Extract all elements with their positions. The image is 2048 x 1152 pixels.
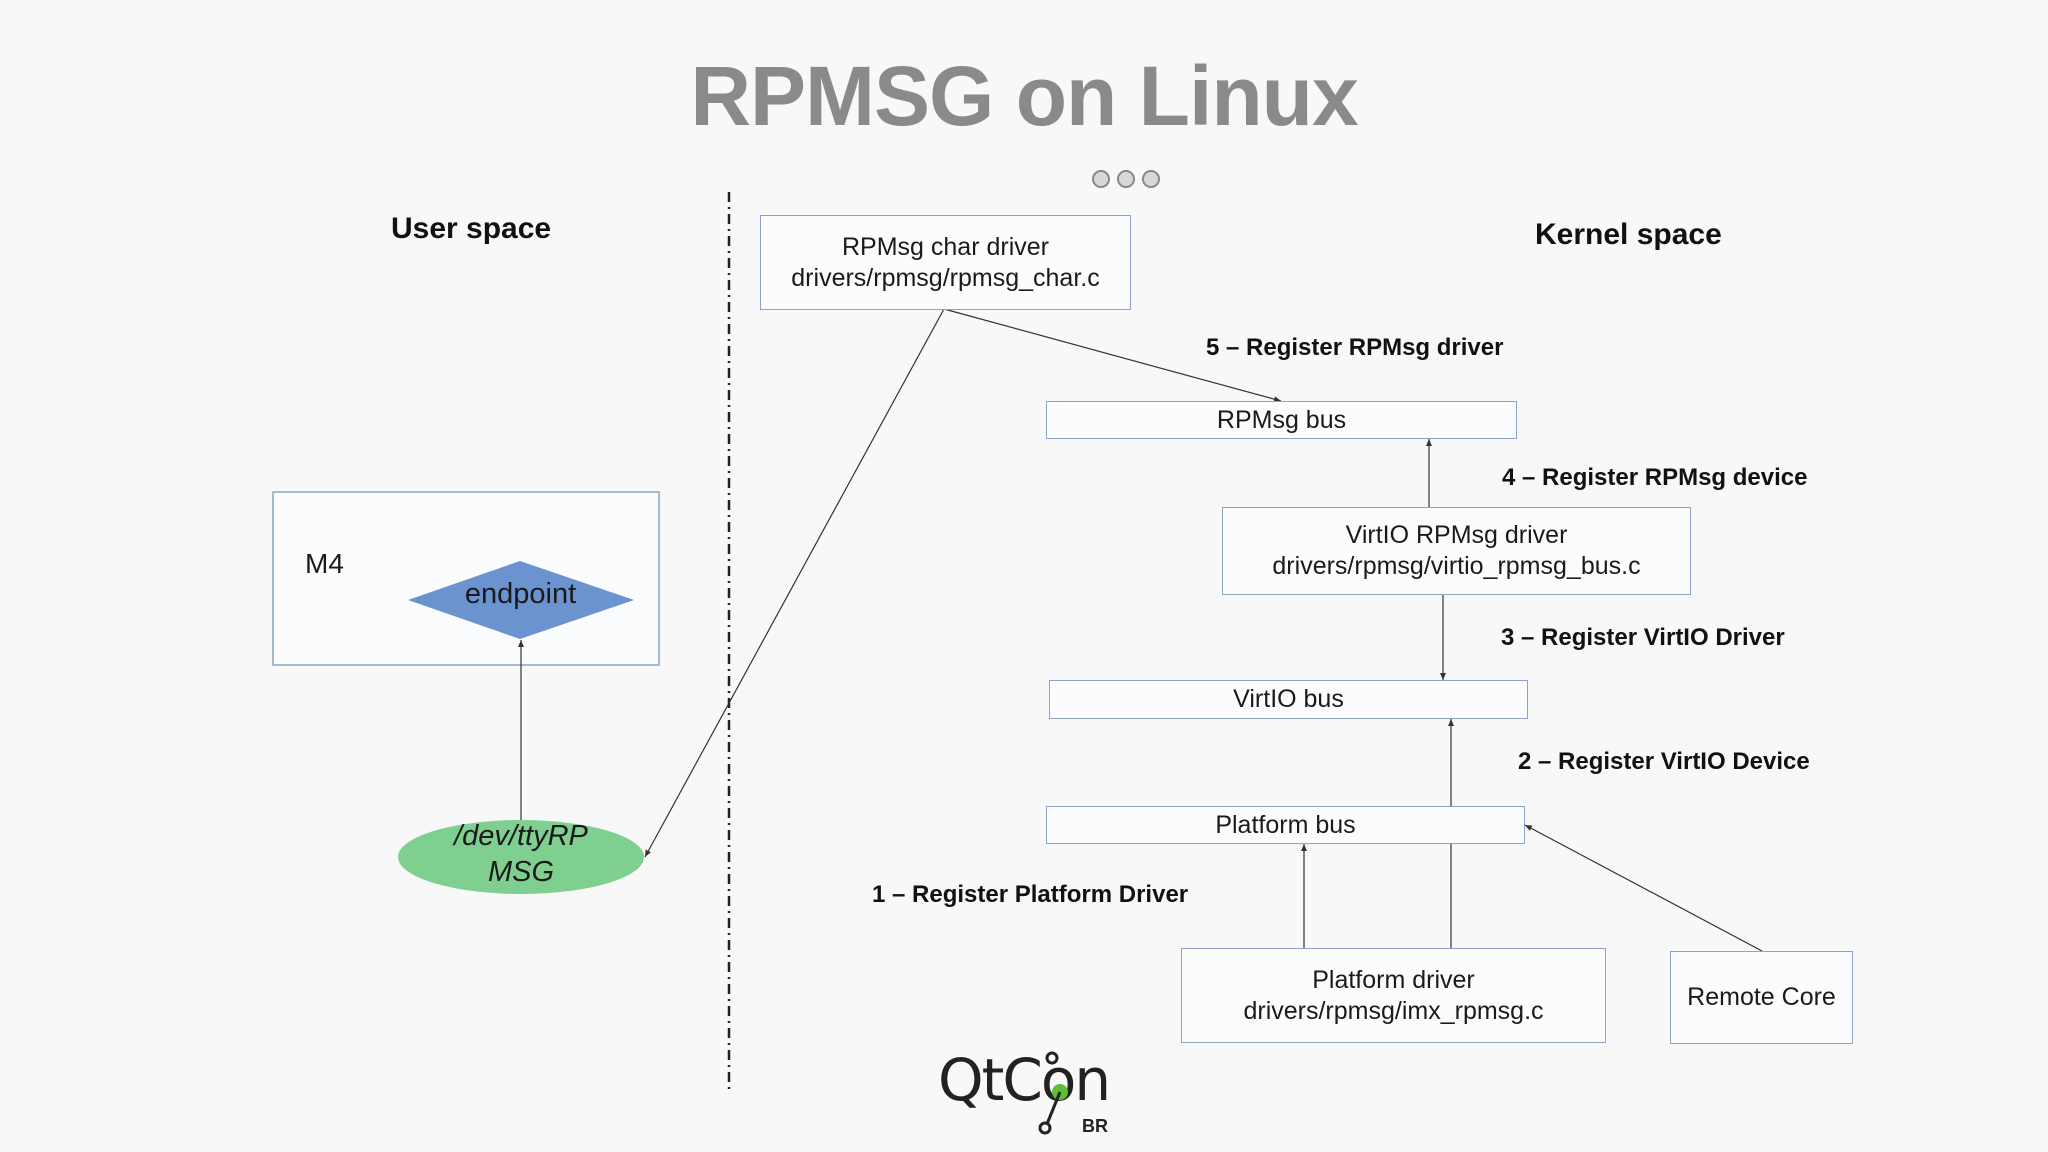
rpmsg-bus-box[interactable]: RPMsg bus (1046, 401, 1517, 439)
step-2-label: 2 – Register VirtIO Device (1518, 748, 1810, 775)
remote-core-label: Remote Core (1687, 983, 1836, 1011)
dot-1[interactable] (1092, 170, 1110, 188)
virtio-rpmsg-path: drivers/rpmsg/virtio_rpmsg_bus.c (1272, 552, 1641, 580)
platform-driver-path: drivers/rpmsg/imx_rpmsg.c (1243, 996, 1544, 1025)
device-ellipse (398, 820, 644, 894)
virtio-bus-label: VirtIO bus (1233, 685, 1344, 713)
dot-3[interactable] (1142, 170, 1160, 188)
kernel-space-label: Kernel space (1535, 218, 1722, 251)
rpmsg-char-title: RPMsg char driver (842, 232, 1049, 261)
platform-driver-box[interactable]: Platform driver drivers/rpmsg/imx_rpmsg.… (1181, 948, 1606, 1043)
endpoint-diamond (408, 561, 634, 639)
device-text: /dev/ttyRP MSG (454, 820, 588, 888)
platform-bus-box[interactable]: Platform bus (1046, 806, 1525, 844)
virtio-rpmsg-title: VirtIO RPMsg driver (1345, 521, 1568, 549)
m4-box (272, 491, 660, 666)
dot-2[interactable] (1117, 170, 1135, 188)
platform-driver-title: Platform driver (1312, 965, 1475, 994)
step-1-label: 1 – Register Platform Driver (872, 881, 1189, 908)
step-4-label: 4 – Register RPMsg device (1502, 464, 1808, 491)
logo-text: QtCon (938, 1046, 1111, 1114)
logo-sub: BR (1082, 1116, 1108, 1136)
user-space-label: User space (391, 212, 552, 245)
step-3-label: 3 – Register VirtIO Driver (1501, 624, 1785, 651)
arrow-char-to-device (644, 308, 945, 858)
virtio-bus-box[interactable]: VirtIO bus (1049, 680, 1528, 719)
rpmsg-char-driver-box[interactable]: RPMsg char driver drivers/rpmsg/rpmsg_ch… (760, 215, 1131, 310)
logo-graphic (1038, 1051, 1068, 1135)
device-label: /dev/ttyRP MSG (398, 818, 644, 890)
platform-bus-label: Platform bus (1215, 810, 1356, 839)
m4-label: M4 (305, 548, 344, 579)
endpoint-label: endpoint (464, 578, 577, 610)
remote-core-box[interactable]: Remote Core (1670, 951, 1853, 1044)
rpmsg-char-path: drivers/rpmsg/rpmsg_char.c (791, 263, 1100, 292)
rpmsg-bus-label: RPMsg bus (1216, 405, 1347, 434)
step-5-label: 5 – Register RPMsg driver (1206, 334, 1504, 361)
slide-dots-icon[interactable] (1092, 170, 1160, 188)
arrow-char-to-rpmsgbus (943, 308, 1282, 403)
virtio-rpmsg-driver-box[interactable]: VirtIO RPMsg driver drivers/rpmsg/virtio… (1222, 507, 1691, 595)
arrow-remote-to-platformbus (1524, 824, 1763, 952)
qtcon-logo-icon: QtCon BR (938, 1046, 1118, 1138)
slide-title: RPMSG on Linux (690, 49, 1358, 143)
